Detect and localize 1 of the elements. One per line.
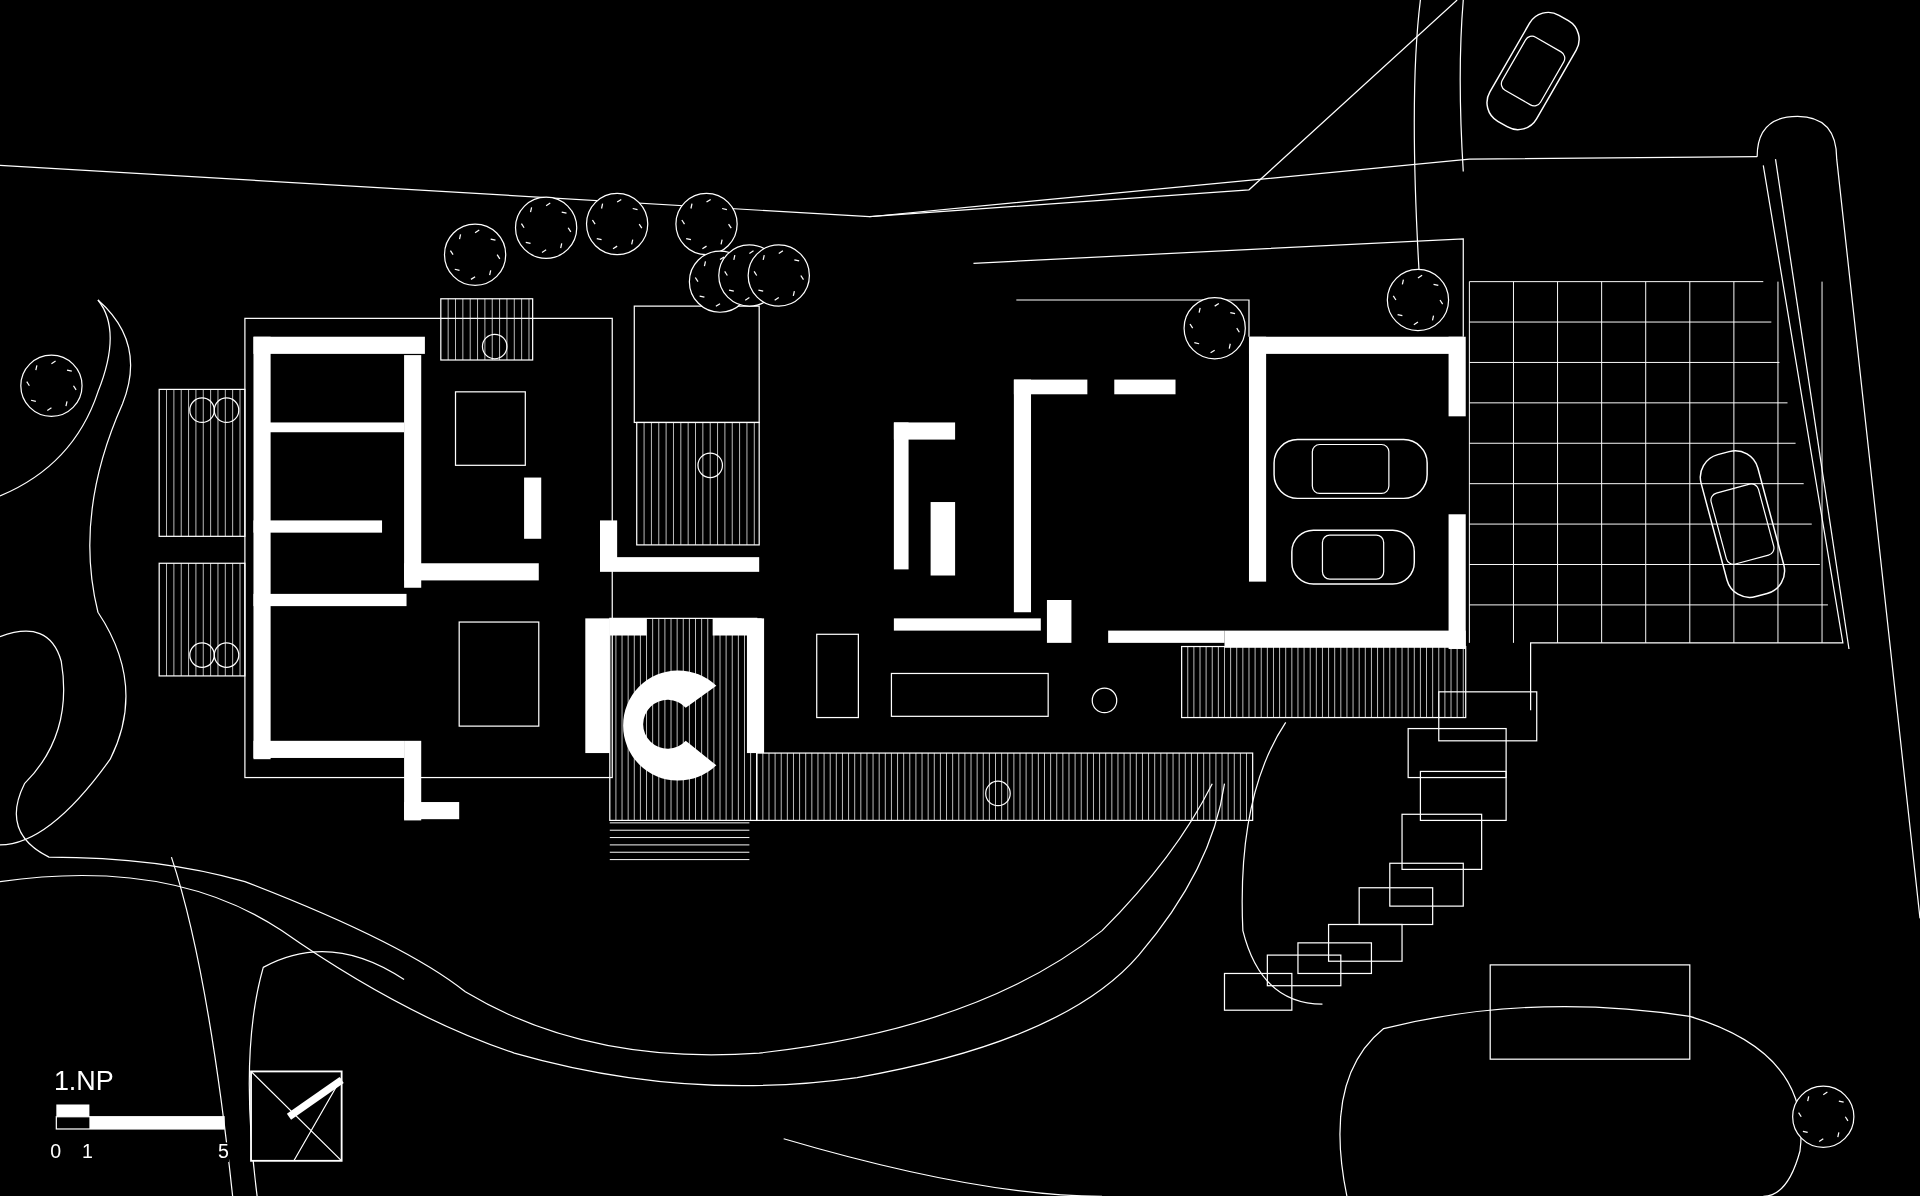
scale-label: 5 — [217, 1142, 229, 1163]
